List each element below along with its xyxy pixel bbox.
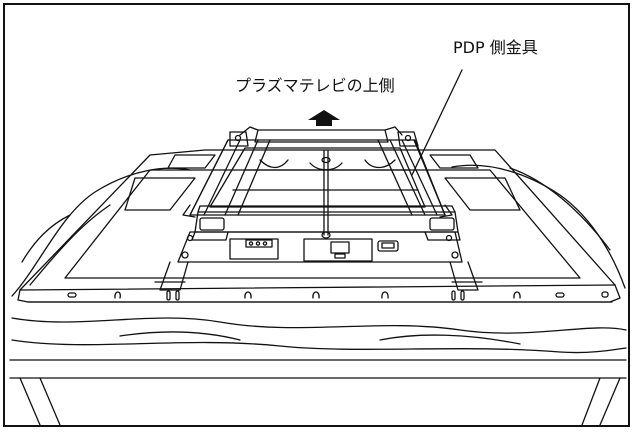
bracket-leader-line xyxy=(411,69,463,176)
tv-panel xyxy=(17,149,621,303)
side-brackets xyxy=(154,261,483,291)
up-arrow-icon xyxy=(308,110,340,126)
wall-bracket xyxy=(182,131,453,239)
bottom-slots xyxy=(67,290,609,301)
side-bracket-label: PDP 側金具 xyxy=(453,38,538,57)
table xyxy=(9,359,627,426)
lower-crossbar xyxy=(191,205,461,241)
connector-panel xyxy=(177,231,463,263)
cloth xyxy=(11,164,627,354)
top-side-label: プラズマテレビの上側 xyxy=(235,76,395,95)
figure-frame xyxy=(3,3,630,427)
